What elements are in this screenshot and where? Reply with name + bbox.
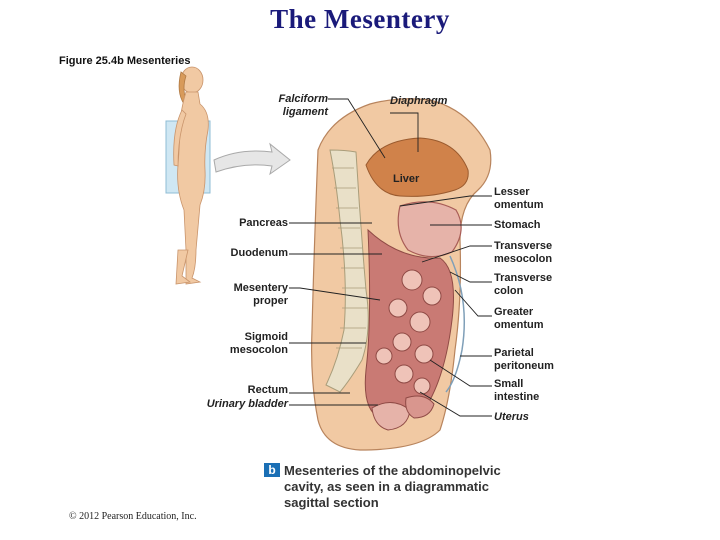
label-lesser-omentum-line1: Lesser (494, 186, 530, 198)
sagittal-section (311, 98, 492, 451)
label-transverse-mesocolon-line2: mesocolon (494, 253, 553, 265)
label-parietal-peritoneum: Parietal peritoneum (494, 347, 554, 373)
label-transverse-mesocolon: Transverse mesocolon (494, 240, 552, 266)
label-pancreas: Pancreas (239, 217, 288, 229)
label-uterus: Uterus (494, 411, 529, 423)
slide-title: The Mesentery (270, 4, 450, 34)
figure-caption: Figure 25.4b Mesenteries (59, 55, 191, 67)
vertebral-column (325, 149, 369, 393)
label-mesentery-proper: Mesentery proper (200, 282, 288, 308)
label-lesser-omentum-line2: omentum (494, 199, 544, 211)
label-falciform-ligament-line1: Falciform (278, 93, 328, 105)
label-transverse-colon-line2: colon (494, 285, 524, 297)
stomach (397, 201, 462, 258)
label-transverse-colon-line1: Transverse (494, 272, 553, 284)
label-urinary-bladder: Urinary bladder (206, 398, 288, 410)
pointer-arrow (213, 142, 291, 176)
label-greater-omentum: Greater omentum (494, 306, 544, 332)
label-lesser-omentum: Lesser omentum (494, 186, 544, 212)
body-figure (173, 66, 209, 285)
urinary-bladder (371, 402, 411, 431)
greater-omentum (445, 255, 466, 393)
label-small-intestine-line2: intestine (494, 391, 540, 403)
label-duodenum: Duodenum (230, 247, 288, 259)
panel-caption-line1: Mesenteries of the abdominopelvic (284, 463, 501, 478)
liver (365, 137, 469, 197)
uterus (405, 395, 435, 419)
label-diaphragm: Diaphragm (390, 95, 448, 107)
copyright-notice: © 2012 Pearson Education, Inc. (69, 511, 197, 522)
label-sigmoid-mesocolon-line2: mesocolon (229, 344, 288, 356)
panel-caption-line2: cavity, as seen in a diagrammatic (284, 479, 489, 494)
label-falciform-ligament: Falciform ligament (260, 93, 328, 119)
small-intestine-loops (375, 269, 442, 395)
label-greater-omentum-line2: omentum (494, 319, 544, 331)
label-parietal-peritoneum-line2: peritoneum (494, 360, 554, 372)
label-liver: Liver (393, 173, 420, 185)
label-mesentery-proper-line2: proper (253, 295, 288, 307)
label-transverse-colon: Transverse colon (494, 272, 552, 298)
label-transverse-mesocolon-line1: Transverse (494, 240, 553, 252)
label-mesentery-proper-line1: Mesentery (233, 282, 288, 294)
leader-lines (289, 98, 492, 417)
label-sigmoid-mesocolon-line1: Sigmoid (244, 331, 288, 343)
label-small-intestine: Small intestine (494, 378, 539, 404)
label-falciform-ligament-line2: ligament (282, 106, 328, 118)
label-rectum: Rectum (247, 384, 288, 396)
label-stomach: Stomach (494, 219, 541, 231)
panel-caption: Mesenteries of the abdominopelvic cavity… (284, 463, 534, 511)
label-parietal-peritoneum-line1: Parietal (494, 347, 534, 359)
label-greater-omentum-line1: Greater (494, 306, 534, 318)
panel-caption-line3: sagittal section (284, 495, 379, 510)
label-sigmoid-mesocolon: Sigmoid mesocolon (200, 331, 288, 357)
panel-badge: b (264, 463, 280, 477)
label-small-intestine-line1: Small (494, 378, 524, 390)
